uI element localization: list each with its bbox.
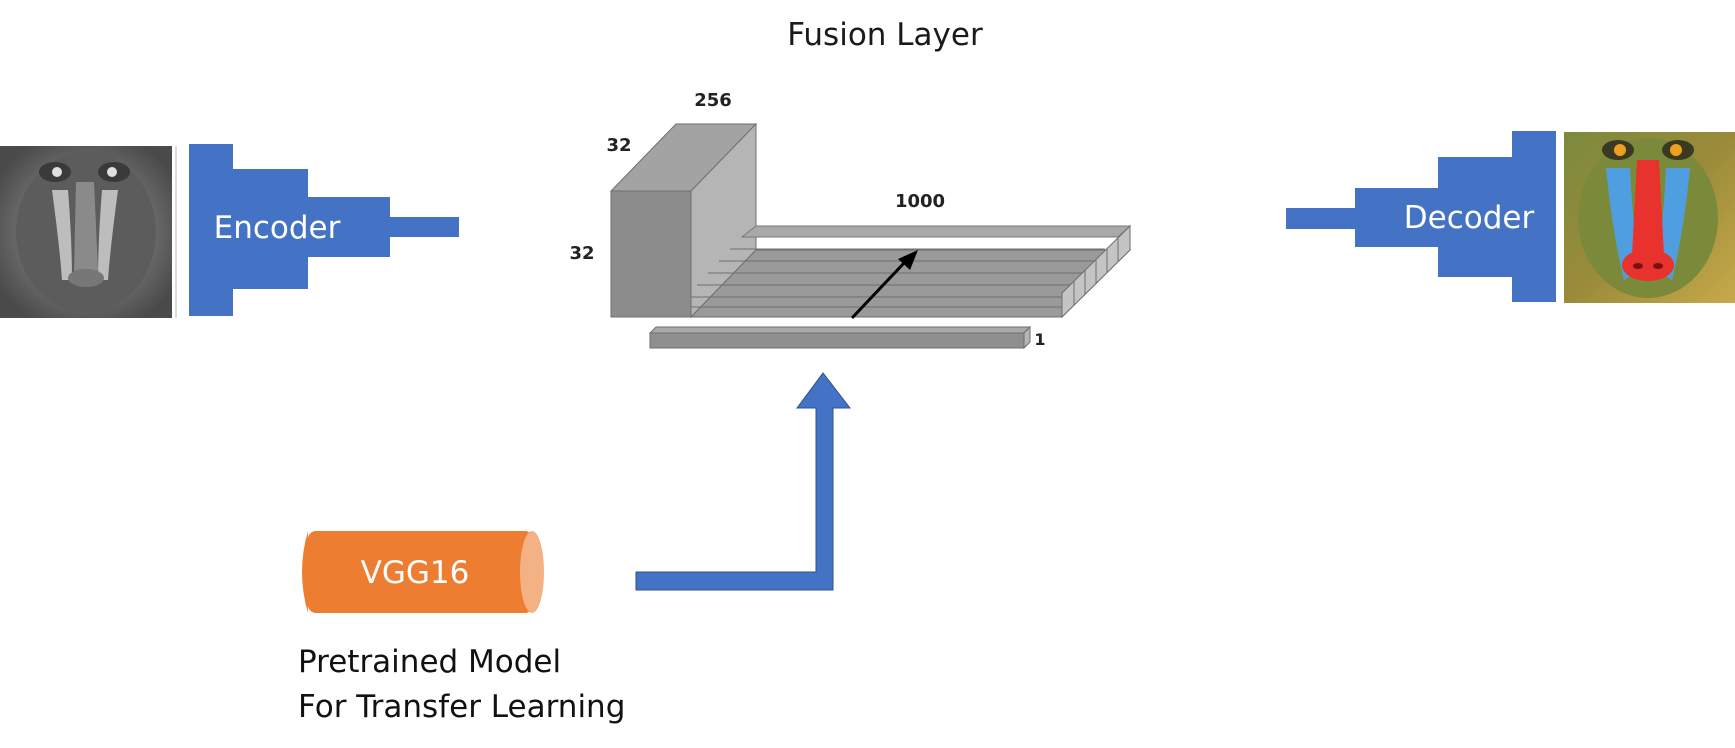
dim-label-long: 1000 bbox=[895, 191, 945, 212]
input-image-divider bbox=[175, 146, 177, 318]
decoder-block bbox=[1286, 131, 1556, 302]
caption-line-2: For Transfer Learning bbox=[298, 689, 625, 725]
dim-label-top: 32 bbox=[606, 135, 631, 156]
dim-label-width: 256 bbox=[694, 90, 732, 111]
page-title: Fusion Layer bbox=[787, 17, 983, 53]
decoder-label: Decoder bbox=[1404, 200, 1535, 236]
dim-label-side: 32 bbox=[569, 243, 594, 264]
vgg16-label: VGG16 bbox=[361, 555, 470, 591]
fusion-layer-block bbox=[609, 122, 1132, 350]
output-image bbox=[1564, 132, 1735, 303]
input-image bbox=[0, 146, 172, 318]
dim-label-one: 1 bbox=[1034, 330, 1045, 349]
encoder-block bbox=[189, 144, 459, 316]
caption-line-1: Pretrained Model bbox=[298, 644, 561, 680]
vgg-to-fusion-arrow bbox=[635, 372, 852, 591]
encoder-label: Encoder bbox=[214, 210, 341, 246]
vgg16-cylinder bbox=[302, 531, 544, 613]
